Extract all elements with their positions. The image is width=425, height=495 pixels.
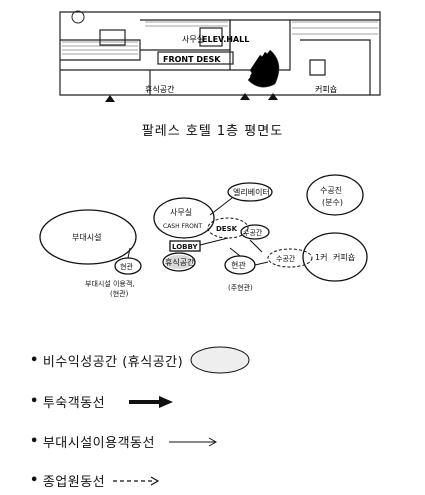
legend-label: 부대시설이용객동선 xyxy=(42,436,155,451)
diag-annex-facilities: 부대시설 xyxy=(72,232,101,242)
legend-item-annex-user-route: • 부대시설이용객동선 xyxy=(30,432,219,451)
plan-front-desk-label: FRONT DESK xyxy=(163,55,221,64)
node-lobby xyxy=(169,240,201,252)
legend-item-non-profit-space: • 비수익성공간 (휴식공간) xyxy=(30,345,251,375)
node-water-space-small xyxy=(240,224,270,240)
floor-plan: 사무실 ELEV.HALL FRONT DESK 휴식공간 커피숍 xyxy=(59,10,381,102)
node-elevator xyxy=(227,182,273,202)
thin-arrow-icon xyxy=(168,437,217,446)
diag-entrance-small: 현관 xyxy=(120,262,133,271)
legend-label: 투숙객동선 xyxy=(42,396,106,411)
plan-office-label: 사무실 xyxy=(182,34,204,44)
thick-arrow-icon xyxy=(129,395,174,408)
diag-water-power-branch: (분수) xyxy=(322,198,343,207)
node-annex-facilities xyxy=(39,209,137,265)
diag-office: 사무실 xyxy=(170,207,192,217)
legend-label: 종업원동선 xyxy=(42,475,106,490)
legend-item-staff-route: • 종업원동선 xyxy=(30,471,163,490)
diag-lobby: LOBBY xyxy=(172,243,198,251)
diag-main-entrance: 현관 xyxy=(231,260,246,270)
plan-rest-space-label: 휴식공간 xyxy=(145,84,175,94)
diag-rest-space: 휴식공간 xyxy=(165,257,195,267)
diag-water-space-small: 수공간 xyxy=(243,228,263,237)
space-relationship-diagram: 부대시설 사무실 CASH FRONT 엘리베이터 DESK LOBBY 수공진… xyxy=(39,174,368,298)
node-water-space-2 xyxy=(267,248,313,268)
node-rest-space xyxy=(162,252,196,272)
node-entrance-small xyxy=(114,257,142,275)
diag-annex-use-sub: (현관) xyxy=(110,289,129,298)
rest-space-swatch xyxy=(190,346,250,374)
diag-elevator: 엘리베이터 xyxy=(233,187,270,197)
diag-annex-use: 부대시설 이용객, xyxy=(85,279,135,288)
node-water-power-big xyxy=(306,174,364,216)
floor-plan-caption: 팔레스 호텔 1층 평면도 xyxy=(141,124,284,139)
diag-coffee-prefix: 1커 xyxy=(315,253,327,262)
diag-desk: DESK xyxy=(216,225,238,233)
legend-item-guest-route: • 투숙객동선 xyxy=(30,392,174,411)
diag-cash-front: CASH FRONT xyxy=(163,223,202,230)
plan-elev-hall-label: ELEV.HALL xyxy=(202,35,249,44)
node-desk-zone xyxy=(207,217,249,239)
diag-coffee-shop: 커피숍 xyxy=(333,253,355,262)
plan-coffee-shop-label: 커피숍 xyxy=(315,85,337,94)
node-coffee-shop xyxy=(302,232,368,282)
diag-main-entrance-sub: (주현관) xyxy=(228,283,253,292)
dashed-arrow-icon xyxy=(113,475,160,486)
diag-water-space-2: 수공간 xyxy=(276,254,296,263)
node-office-cashfront xyxy=(153,197,215,239)
diag-water-power: 수공진 xyxy=(320,185,342,195)
legend-label: 비수익성공간 (휴식공간) xyxy=(42,354,184,370)
